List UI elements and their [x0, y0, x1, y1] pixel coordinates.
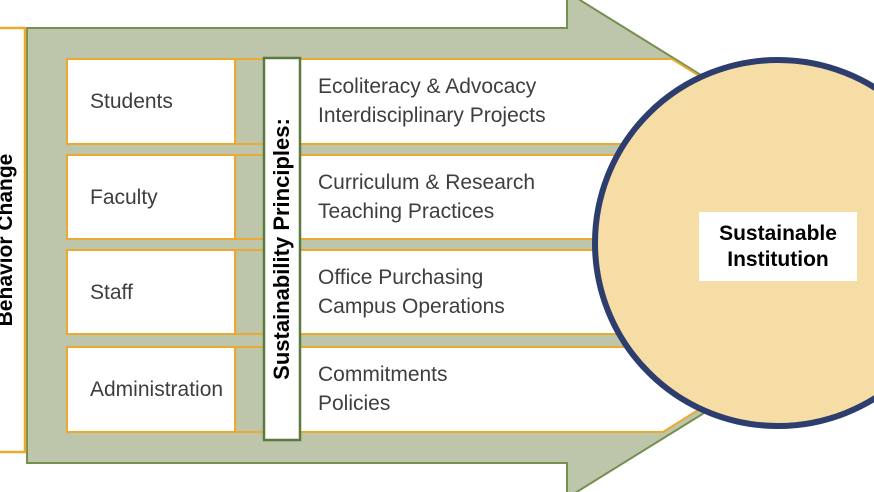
- group-label-students: Students: [90, 90, 173, 113]
- sustainability-principles-label: Sustainability Principles:: [269, 118, 294, 380]
- row-divider: [234, 347, 237, 432]
- sustainability-principles-bar: [262, 56, 302, 442]
- row-gap-patch: [236, 156, 265, 238]
- row-divider: [234, 250, 237, 334]
- row-faculty-box: [66, 154, 651, 240]
- goal-line2: Institution: [727, 247, 829, 271]
- behavior-change-strip: [0, 26, 27, 454]
- activities-administration: Commitments Policies: [318, 360, 448, 418]
- activities-administration-line1: Commitments: [318, 363, 448, 386]
- row-gap-patch: [236, 251, 265, 333]
- row-divider: [234, 155, 237, 239]
- activities-faculty: Curriculum & Research Teaching Practices: [318, 168, 535, 226]
- activities-faculty-line1: Curriculum & Research: [318, 171, 536, 194]
- row-staff-box: [66, 249, 651, 335]
- behavior-change-label: Behavior Change: [0, 153, 17, 327]
- activities-students: Ecoliteracy & Advocacy Interdisciplinary…: [318, 72, 546, 130]
- activities-staff-line2: Campus Operations: [318, 295, 505, 318]
- activities-students-line2: Interdisciplinary Projects: [318, 104, 546, 127]
- sustainable-institution-label: Sustainable Institution: [699, 212, 857, 281]
- row-gap-patch: [236, 348, 265, 431]
- goal-line1: Sustainable: [719, 221, 837, 245]
- group-label-faculty: Faculty: [90, 186, 158, 209]
- activities-staff-line1: Office Purchasing: [318, 266, 484, 289]
- group-label-administration: Administration: [90, 378, 224, 401]
- group-label-staff: Staff: [90, 281, 133, 304]
- activities-staff: Office Purchasing Campus Operations: [318, 263, 505, 321]
- activities-administration-line2: Policies: [318, 392, 391, 415]
- activities-students-line1: Ecoliteracy & Advocacy: [318, 75, 537, 98]
- row-divider: [234, 59, 237, 144]
- activities-faculty-line2: Teaching Practices: [318, 200, 495, 223]
- row-gap-patch: [236, 60, 265, 143]
